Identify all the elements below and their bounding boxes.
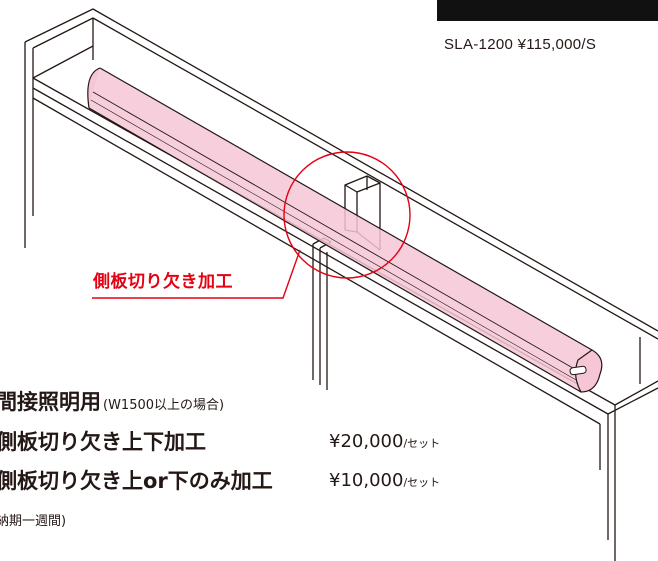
header-dark-bar: [437, 0, 658, 21]
option1-label: 側板切り欠き上下加工: [0, 430, 206, 454]
spec-heading: 間接照明用(W1500以上の場合): [0, 386, 224, 416]
spec-heading-note: (W1500以上の場合): [103, 398, 225, 413]
option2-price-value: ¥10,000: [329, 470, 404, 491]
option1-price-unit: /セット: [403, 437, 441, 450]
model-price-label: SLA-1200 ¥115,000/S: [444, 36, 597, 53]
option2-price-unit: /セット: [403, 476, 441, 489]
option1-price: ¥20,000/セット: [329, 431, 440, 452]
option2-price: ¥10,000/セット: [329, 470, 440, 491]
light-fixture: [87, 67, 603, 393]
lead-time-note: 納期一週間): [0, 514, 67, 529]
detail-circle: [283, 151, 411, 279]
callout-label: 側板切り欠き加工: [93, 272, 233, 292]
option2-label: 側板切り欠き上or下のみ加工: [0, 469, 273, 493]
option1-price-value: ¥20,000: [329, 431, 404, 452]
spec-heading-title: 間接照明用: [0, 390, 101, 414]
callout-leader-line: [92, 249, 301, 299]
